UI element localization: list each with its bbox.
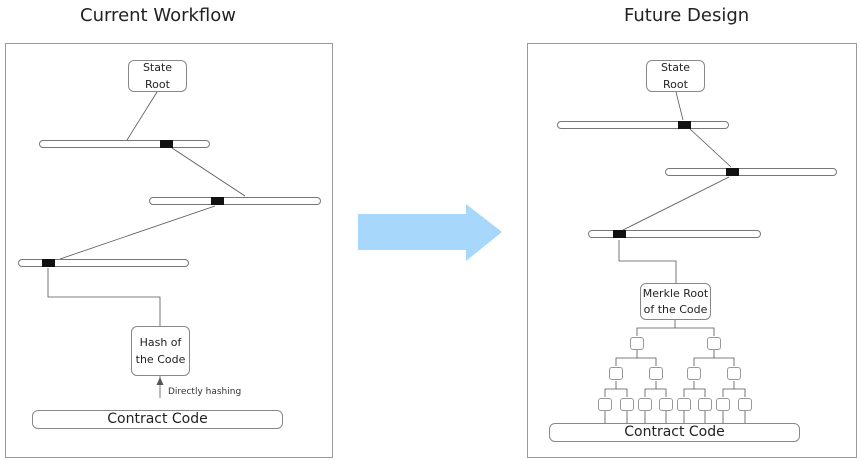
up-arrowhead-icon bbox=[156, 377, 164, 385]
trie-node-block bbox=[42, 259, 55, 267]
right-state-root-box: State Root bbox=[646, 60, 705, 92]
trie-node-block bbox=[160, 140, 173, 148]
left-contract-code-box: Contract Code bbox=[32, 410, 283, 429]
merkle-leaf-chunk bbox=[716, 398, 730, 411]
merkle-label-line1: Merkle Root bbox=[642, 286, 709, 300]
left-trie-bar-2 bbox=[149, 197, 321, 205]
trie-node-block bbox=[211, 197, 224, 205]
merkle-node-level2 bbox=[609, 367, 623, 380]
hash-of-code-box: Hash of the Code bbox=[131, 326, 190, 376]
merkle-label-line2: of the Code bbox=[643, 302, 708, 316]
trie-node-block bbox=[726, 168, 739, 176]
merkle-leaf-chunk bbox=[659, 398, 673, 411]
right-trie-bar-3 bbox=[588, 230, 761, 238]
merkle-leaf-chunk bbox=[638, 398, 652, 411]
merkle-node-level1 bbox=[707, 337, 721, 350]
title-current-workflow: Current Workflow bbox=[80, 5, 236, 26]
merkle-node-level2 bbox=[649, 367, 663, 380]
right-contract-code-box: Contract Code bbox=[549, 423, 800, 442]
hash-label-line2: the Code bbox=[135, 353, 186, 366]
merkle-root-box: Merkle Root of the Code bbox=[640, 283, 711, 320]
right-state-root-label: State Root bbox=[660, 60, 691, 91]
merkle-leaf-chunk bbox=[598, 398, 612, 411]
left-contract-code-label: Contract Code bbox=[107, 410, 208, 427]
merkle-leaf-chunk bbox=[677, 398, 691, 411]
right-contract-code-label: Contract Code bbox=[624, 423, 725, 440]
left-state-root-label: State Root bbox=[142, 60, 173, 91]
merkle-node-level2 bbox=[687, 367, 701, 380]
merkle-node-level2 bbox=[727, 367, 741, 380]
merkle-leaf-chunk bbox=[620, 398, 634, 411]
right-trie-bar-1 bbox=[557, 121, 729, 129]
left-trie-bar-1 bbox=[39, 140, 210, 148]
merkle-leaf-chunk bbox=[738, 398, 752, 411]
hash-label-line1: Hash of bbox=[139, 335, 182, 349]
left-panel bbox=[5, 43, 333, 458]
directly-hashing-label: Directly hashing bbox=[168, 387, 242, 397]
trie-node-block bbox=[613, 230, 626, 238]
left-trie-bar-3 bbox=[18, 259, 189, 267]
title-future-design: Future Design bbox=[624, 5, 750, 26]
right-trie-bar-2 bbox=[665, 168, 837, 176]
merkle-node-level1 bbox=[630, 337, 644, 350]
trie-node-block bbox=[678, 121, 691, 129]
merkle-leaf-chunk bbox=[698, 398, 712, 411]
left-state-root-box: State Root bbox=[128, 60, 187, 92]
